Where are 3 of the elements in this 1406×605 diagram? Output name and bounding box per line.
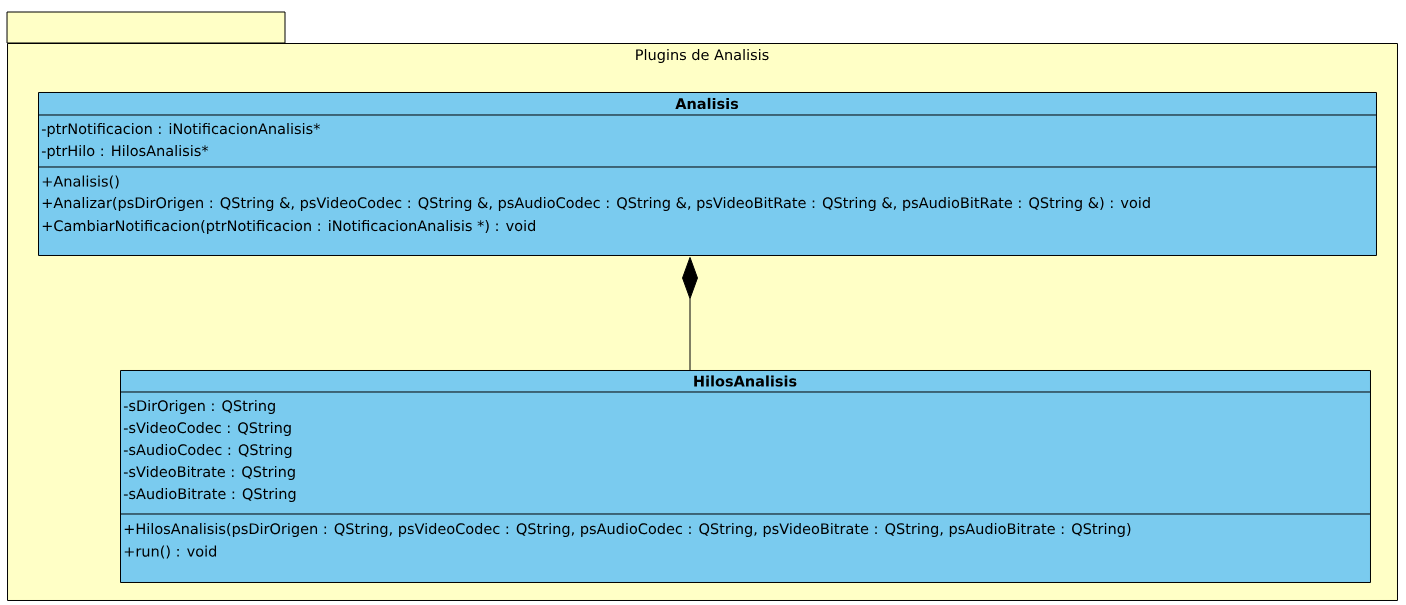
class-box: Analisis -ptrNotificacion : iNotificacionAnalisis* -ptrHilo : HilosAnalisis* +Analisis() +Analizar(psDirOrigen : QString &, psVideoCodec : QString &, psAudioCodec : QString &, psVideoBitRate : QString &, psAudioBitRate : QString &) : void +CambiarNotificacion(ptrNotificacion : iNotificacionAnalisis *) : void [37, 92, 1377, 256]
class-box: HilosAnalisis -sDirOrigen : QString -sVideoCodec : QString -sAudioCodec : QString -sVideoBitrate : QString -sAudioBitrate : QString +HilosAnalisis(psDirOrigen : QString, psVideoCodec : QString, psAudioCodec : QString, psVideoBitrate : QString, psAudioBitrate : QString) +run() : void [119, 370, 1371, 583]
composition-line [682, 256, 698, 371]
